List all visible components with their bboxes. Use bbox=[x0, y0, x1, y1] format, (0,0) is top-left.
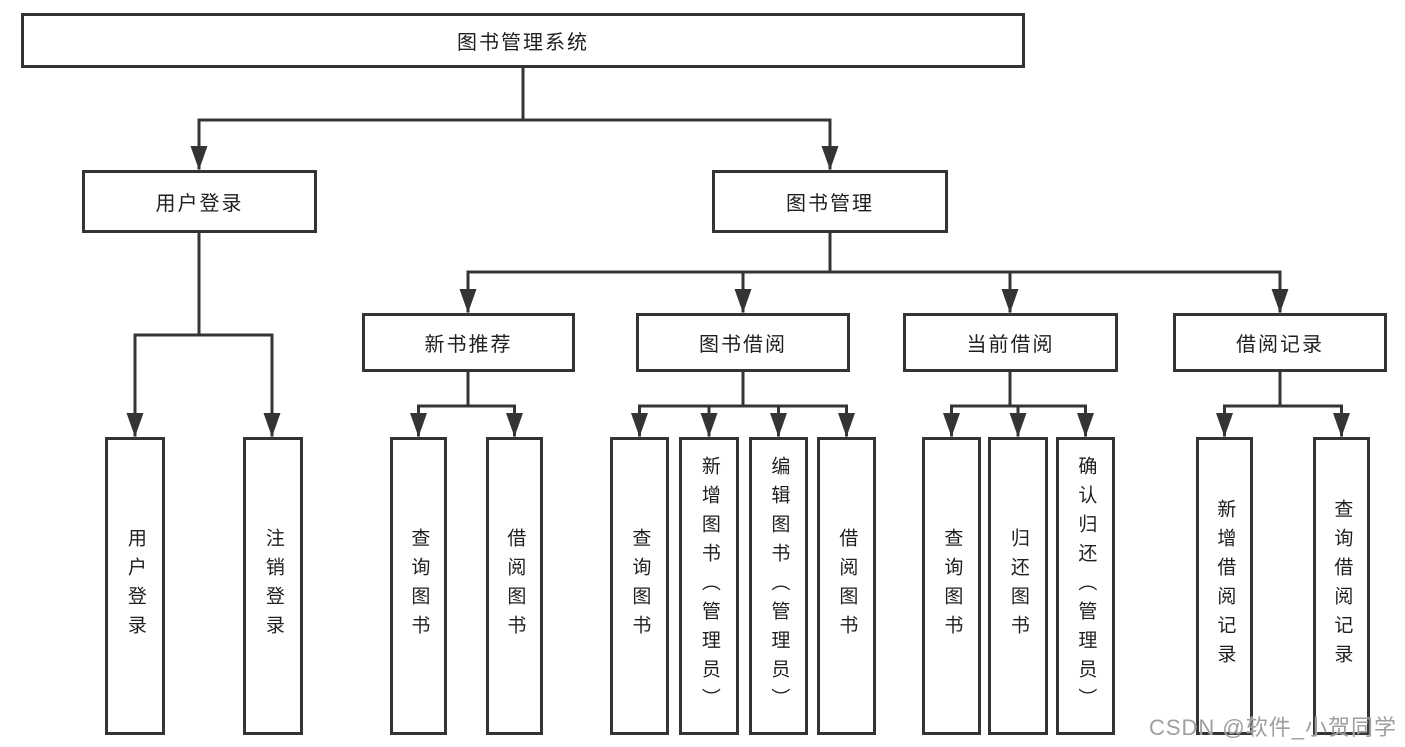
node-leaf-query-borrow-record: 查询借阅记录 bbox=[1313, 437, 1370, 735]
node-label: 确认归还（管理员） bbox=[1075, 455, 1097, 717]
node-label: 借阅图书 bbox=[504, 528, 526, 644]
node-label: 用户登录 bbox=[155, 193, 244, 215]
node-label: 查询图书 bbox=[629, 528, 651, 644]
node-leaf-edit-books-admin: 编辑图书（管理员） bbox=[749, 437, 808, 735]
node-library-management-system: 图书管理系统 bbox=[21, 13, 1025, 68]
node-label: 注销登录 bbox=[262, 528, 284, 644]
arrowheads bbox=[126, 146, 1350, 437]
node-leaf-confirm-return-admin: 确认归还（管理员） bbox=[1056, 437, 1115, 735]
node-label: 用户登录 bbox=[124, 528, 146, 644]
node-label: 查询图书 bbox=[408, 528, 430, 644]
node-leaf-user-login: 用户登录 bbox=[105, 437, 165, 735]
node-borrow-records: 借阅记录 bbox=[1173, 313, 1387, 372]
node-book-management: 图书管理 bbox=[712, 170, 948, 233]
node-leaf-query-books-bb: 查询图书 bbox=[610, 437, 669, 735]
node-label: 新增借阅记录 bbox=[1214, 499, 1236, 673]
node-leaf-query-books-nbr: 查询图书 bbox=[390, 437, 447, 735]
node-book-borrowing: 图书借阅 bbox=[636, 313, 850, 372]
watermark: CSDN @软件_小贺同学 bbox=[1148, 715, 1397, 740]
node-leaf-add-books-admin: 新增图书（管理员） bbox=[679, 437, 739, 735]
node-label: 借阅图书 bbox=[836, 528, 858, 644]
node-label: 图书管理系统 bbox=[457, 32, 589, 54]
node-leaf-return-books: 归还图书 bbox=[988, 437, 1048, 735]
node-leaf-query-books-cb: 查询图书 bbox=[922, 437, 981, 735]
node-label: 当前借阅 bbox=[966, 334, 1055, 356]
node-label: 图书借阅 bbox=[699, 334, 787, 356]
node-leaf-logout: 注销登录 bbox=[243, 437, 303, 735]
node-label: 新书推荐 bbox=[424, 334, 513, 356]
node-leaf-borrow-books-bb: 借阅图书 bbox=[817, 437, 876, 735]
node-leaf-add-borrow-record: 新增借阅记录 bbox=[1196, 437, 1253, 735]
node-label: 查询图书 bbox=[941, 528, 963, 644]
node-label: 查询借阅记录 bbox=[1331, 499, 1353, 673]
node-user-login: 用户登录 bbox=[82, 170, 317, 233]
node-label: 编辑图书（管理员） bbox=[768, 455, 790, 717]
node-new-book-recommend: 新书推荐 bbox=[362, 313, 575, 372]
node-current-borrowing: 当前借阅 bbox=[903, 313, 1118, 372]
node-label: 图书管理 bbox=[786, 193, 874, 215]
node-leaf-borrow-books-nbr: 借阅图书 bbox=[486, 437, 543, 735]
node-label: 新增图书（管理员） bbox=[698, 455, 720, 717]
node-label: 归还图书 bbox=[1007, 528, 1029, 644]
node-label: 借阅记录 bbox=[1236, 334, 1324, 356]
connector-path bbox=[133, 66, 1343, 437]
